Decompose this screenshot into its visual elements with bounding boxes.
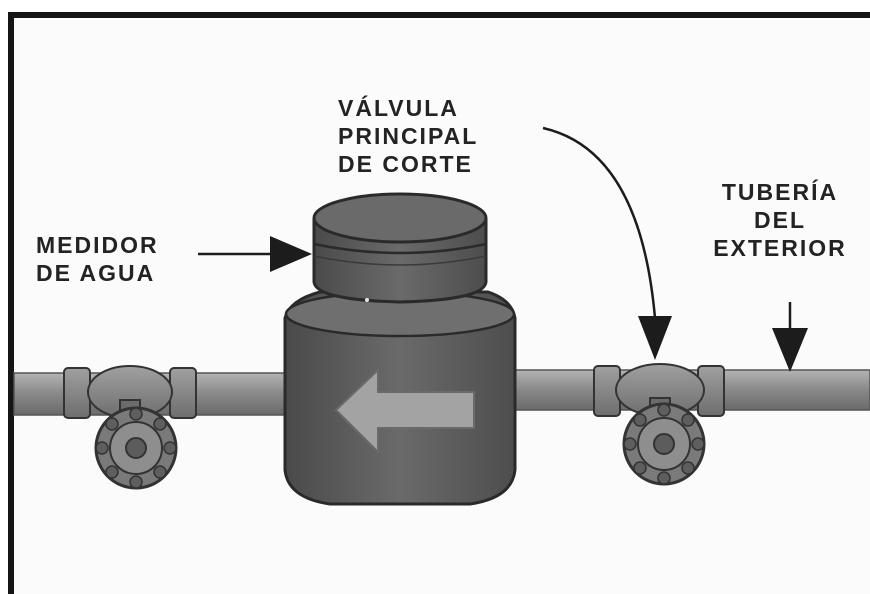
pipe-label-line: TUBERÍA	[721, 179, 839, 205]
meter-label-line: MEDIDOR	[36, 232, 159, 258]
meter-label-line: DE AGUA	[36, 260, 156, 286]
main-shutoff-valve	[593, 363, 725, 486]
pipe-callout-arrow	[772, 302, 808, 372]
down-arrow-icon	[772, 328, 808, 372]
meter-label: MEDIDOR DE AGUA	[36, 231, 159, 287]
left-gate-valve	[63, 365, 197, 490]
pipe-label: TUBERÍA DEL EXTERIOR	[700, 178, 860, 262]
valve-label-line: VÁLVULA	[338, 95, 459, 121]
water-meter	[283, 192, 517, 506]
valve-label: VÁLVULA PRINCIPAL DE CORTE	[338, 94, 478, 178]
valve-label-line: DE CORTE	[338, 151, 473, 177]
meter-callout-arrow	[198, 236, 312, 272]
valve-label-line: PRINCIPAL	[338, 123, 479, 149]
valve-callout-arrow	[542, 126, 672, 360]
down-arrow-icon	[638, 316, 672, 360]
pipe-label-line: DEL	[754, 207, 806, 233]
pipe-label-line: EXTERIOR	[713, 235, 847, 261]
left-arrow-icon	[334, 367, 475, 455]
